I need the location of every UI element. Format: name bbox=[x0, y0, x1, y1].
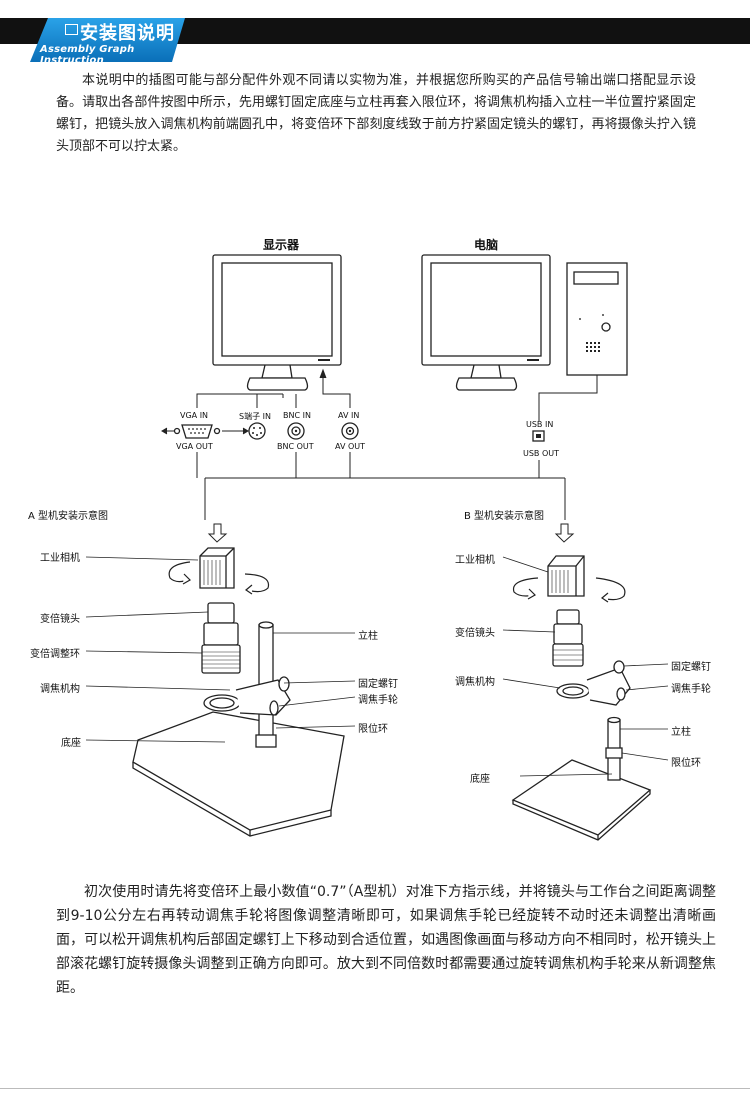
bottom-divider bbox=[0, 1088, 750, 1089]
type-b-camera-icon bbox=[547, 555, 585, 597]
port-usb-out: USB OUT bbox=[523, 449, 560, 458]
port-out-av: AV OUT bbox=[335, 442, 366, 451]
type-a-label-focus-mech: 调焦机构 bbox=[40, 684, 80, 695]
page-subtitle: Assembly Graph Instruction bbox=[40, 44, 135, 66]
monitor-title: 显示器 bbox=[263, 238, 300, 252]
port-out-bnc: BNC OUT bbox=[277, 442, 314, 451]
intro-paragraph: 本说明中的插图可能与部分配件外观不同请以实物为准，并根据您所购买的产品信号输出端… bbox=[56, 73, 696, 154]
type-a-label-base: 底座 bbox=[61, 738, 81, 749]
port-in-bnc: BNC IN bbox=[283, 411, 311, 420]
type-a-camera-arrow bbox=[207, 523, 228, 543]
port-usb-in: USB IN bbox=[526, 420, 554, 429]
type-b-camera-arrow bbox=[554, 523, 575, 543]
port-in-vga: VGA IN bbox=[180, 411, 209, 420]
s-video-port-icon bbox=[248, 422, 266, 440]
type-a-leaders bbox=[85, 556, 356, 743]
computer-monitor-icon bbox=[421, 254, 551, 391]
av-port-icon bbox=[341, 422, 359, 440]
usage-paragraph: 初次使用时请先将变倍环上最小数值“0.7”（A型机）对准下方指示线，并将镜头与工… bbox=[56, 884, 716, 996]
type-b-label-base: 底座 bbox=[470, 774, 490, 785]
type-b-label-limit-ring: 限位环 bbox=[671, 758, 701, 769]
type-a-label-camera: 工业相机 bbox=[40, 553, 80, 564]
vga-port-icon bbox=[173, 424, 221, 439]
type-b-lens-icon bbox=[552, 609, 584, 667]
type-b-label-camera: 工业相机 bbox=[455, 555, 495, 566]
port-in-av: AV IN bbox=[338, 411, 360, 420]
type-b-stand bbox=[511, 716, 652, 841]
type-a-label-fix-screw: 固定螺钉 bbox=[358, 679, 398, 690]
type-a-rotate-arrows bbox=[168, 561, 270, 595]
monitor-icon bbox=[212, 254, 342, 391]
type-b-rotate-arrows bbox=[512, 577, 626, 603]
page-title: 安装图说明 bbox=[80, 23, 175, 44]
type-a-label-zoom-lens: 变倍镜头 bbox=[40, 614, 80, 625]
type-b-label-pillar: 立柱 bbox=[671, 727, 691, 738]
header-tab-shape bbox=[30, 18, 185, 62]
type-b-label-focus-knob: 调焦手轮 bbox=[671, 684, 711, 695]
type-a-label-zoom-ring: 变倍调整环 bbox=[30, 649, 80, 660]
type-a-label-pillar: 立柱 bbox=[358, 631, 378, 642]
type-b-focus-mech bbox=[556, 660, 631, 706]
type-b-label-focus-mech: 调焦机构 bbox=[455, 677, 495, 688]
type-b-label-fix-screw: 固定螺钉 bbox=[671, 662, 711, 673]
type-a-camera-icon bbox=[199, 547, 235, 589]
usb-port-icon bbox=[532, 430, 545, 442]
type-a-label-limit-ring: 限位环 bbox=[358, 724, 388, 735]
image-icon bbox=[65, 24, 78, 35]
bnc-port-icon bbox=[287, 422, 305, 440]
header-tab: 安装图说明 Assembly Graph Instruction bbox=[30, 18, 185, 66]
type-b-label-zoom-lens: 变倍镜头 bbox=[455, 628, 495, 639]
monitor-input-lines bbox=[196, 368, 351, 408]
type-b-title: B 型机安装示意图 bbox=[464, 511, 545, 522]
usb-line bbox=[538, 375, 598, 478]
port-arrows bbox=[161, 427, 249, 435]
computer-tower-icon bbox=[566, 262, 628, 376]
output-lines bbox=[196, 452, 566, 520]
port-out-vga: VGA OUT bbox=[176, 442, 213, 451]
type-a-label-focus-knob: 调焦手轮 bbox=[358, 695, 398, 706]
computer-title: 电脑 bbox=[474, 238, 499, 252]
type-a-title: A 型机安装示意图 bbox=[28, 511, 109, 522]
port-in-s-video: S端子 IN bbox=[239, 412, 271, 421]
type-a-lens-icon bbox=[201, 602, 241, 674]
type-b-leaders bbox=[502, 556, 669, 777]
